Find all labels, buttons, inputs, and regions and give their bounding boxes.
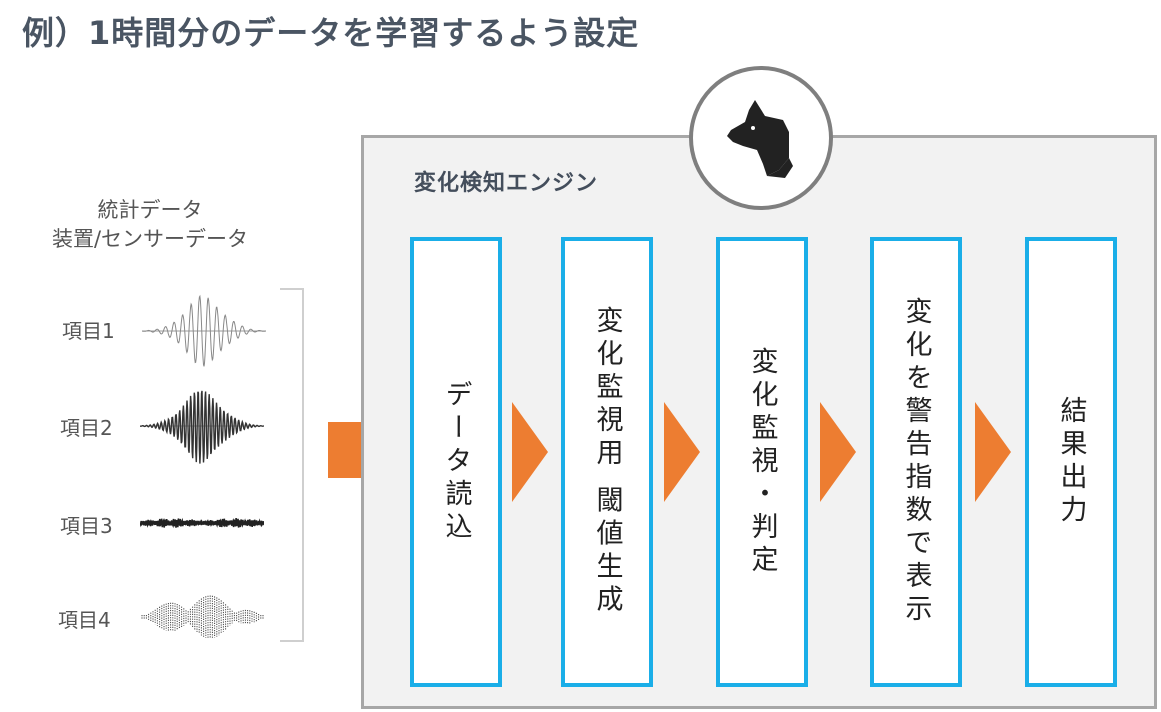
item-label-2: 項目2 — [60, 416, 113, 440]
dog-head-icon — [689, 66, 833, 210]
step-threshold-generation: 変化監視用 閾値生成 — [561, 237, 653, 687]
step-label: データ読込 — [440, 379, 472, 545]
page-title: 例）1時間分のデータを学習するよう設定 — [22, 14, 640, 52]
waveform-3-icon — [140, 517, 264, 529]
waveform-1-icon — [142, 294, 266, 367]
step-label: 変化監視・判定 — [746, 346, 778, 578]
item-label-4: 項目4 — [58, 608, 111, 632]
waveform-2-icon — [140, 390, 264, 464]
waveform-4-icon — [141, 595, 264, 639]
step-label: 結果出力 — [1055, 396, 1087, 528]
flow-arrow-icon — [664, 402, 700, 502]
sensor-caption-line-2: 装置/センサーデータ — [51, 227, 249, 251]
flow-arrow-icon — [512, 402, 548, 502]
step-monitor-judge: 変化監視・判定 — [716, 237, 808, 687]
item-label-1: 項目1 — [62, 319, 115, 343]
flow-arrow-icon — [975, 402, 1011, 502]
sensor-caption-line-1: 統計データ — [97, 198, 203, 222]
items-bracket — [280, 288, 304, 642]
step-label: 変化監視用 閾値生成 — [591, 306, 623, 618]
step-warning-index: 変化を警告指数で表示 — [870, 237, 962, 687]
step-data-load: データ読込 — [410, 237, 502, 687]
item-label-3: 項目3 — [60, 514, 113, 538]
engine-title: 変化検知エンジン — [414, 171, 599, 196]
sensor-caption: 統計データ 装置/センサーデータ — [30, 196, 270, 254]
step-result-output: 結果出力 — [1025, 237, 1117, 687]
flow-arrow-icon — [820, 402, 856, 502]
step-label: 変化を警告指数で表示 — [900, 297, 932, 627]
